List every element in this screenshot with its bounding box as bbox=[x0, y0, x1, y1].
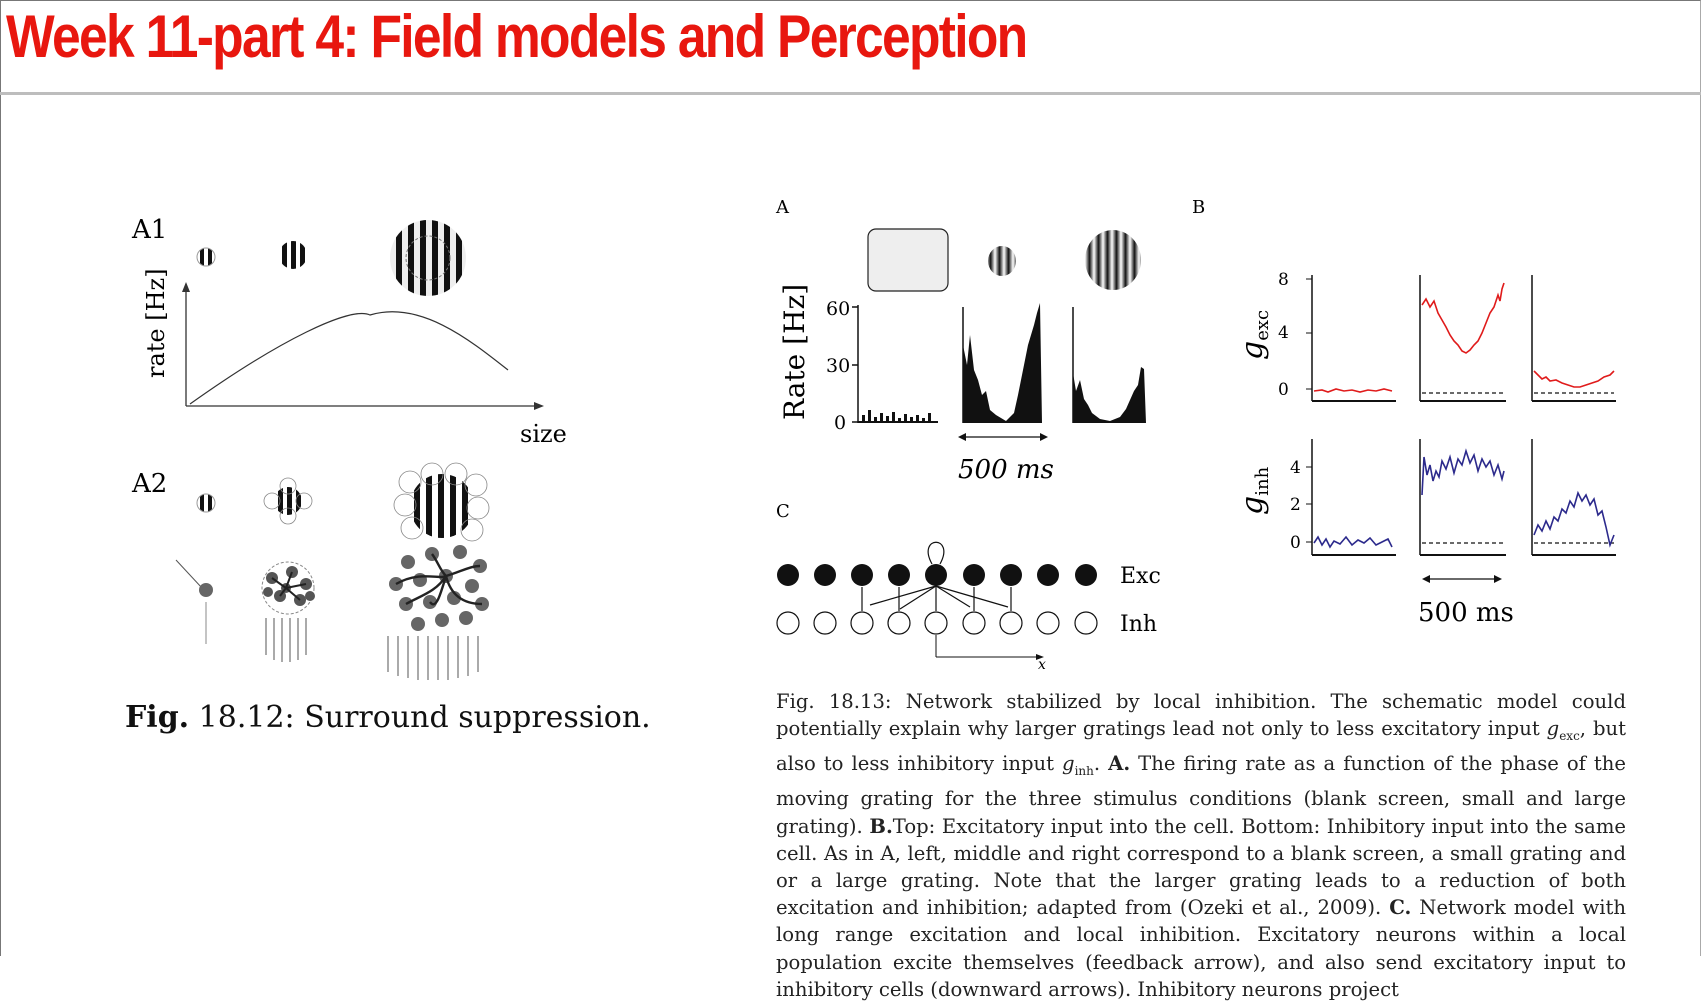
caption2-ginh: g bbox=[1062, 752, 1075, 776]
caption2-ginh-sub: inh bbox=[1074, 764, 1094, 779]
panel-a-label: A bbox=[775, 197, 790, 218]
slide-title: Week 11-part 4: Field models and Percept… bbox=[6, 3, 1028, 70]
caption2-b: B. bbox=[869, 814, 893, 838]
panel-c-label: C bbox=[776, 501, 790, 522]
inh-neurons bbox=[776, 611, 1098, 635]
medium-grating-icon bbox=[279, 241, 307, 269]
caption2-gexc-sub: exc bbox=[1559, 729, 1580, 744]
histogram-large bbox=[1072, 307, 1146, 423]
gexc-tick-0: 0 bbox=[1278, 380, 1289, 400]
g-inh-label: ginh bbox=[1235, 466, 1273, 515]
gexc-tick-8: 8 bbox=[1278, 270, 1289, 290]
exc-neurons bbox=[777, 564, 1097, 586]
caption-fig-prefix: Fig. bbox=[125, 700, 190, 735]
network-medium bbox=[261, 561, 315, 662]
ginh-trace-blank bbox=[1313, 535, 1393, 549]
inhibition-arrows bbox=[861, 585, 1012, 611]
large-grating-stimulus-icon bbox=[1085, 230, 1141, 290]
exc-label: Exc bbox=[1120, 564, 1161, 589]
x-axis-label: x bbox=[1038, 657, 1046, 673]
figure-18-13-caption: Fig. 18.13: Network stabilized by local … bbox=[776, 688, 1626, 1003]
tuning-curve bbox=[189, 311, 509, 405]
rate-tick-60: 60 bbox=[826, 298, 850, 320]
ginh-trace-small bbox=[1421, 448, 1505, 496]
inh-label: Inh bbox=[1120, 612, 1157, 637]
time-label-b: 500 ms bbox=[1418, 598, 1514, 628]
panel-b-label: B bbox=[1192, 197, 1205, 218]
feedback-arrow bbox=[927, 541, 945, 565]
rate-tick-30: 30 bbox=[826, 355, 850, 377]
caption2-gexc: g bbox=[1546, 717, 1560, 741]
network-large bbox=[387, 545, 489, 680]
gexc-trace-small bbox=[1421, 282, 1505, 354]
ginh-tick-0: 0 bbox=[1290, 533, 1301, 553]
caption2-s5: Top: Excitatory input into the cell. Bot… bbox=[776, 814, 1626, 920]
histogram-blank bbox=[858, 410, 938, 423]
caption2-fig: Fig. 18.13: bbox=[776, 690, 892, 713]
network-small bbox=[175, 559, 213, 644]
figure-18-13: A B Rate [Hz] 60 30 0 500 ms gexc 8 4 0 bbox=[775, 197, 1616, 673]
panel-a2-label: A2 bbox=[131, 469, 167, 499]
large-grating-icon bbox=[390, 220, 466, 296]
panel-a1-label: A1 bbox=[131, 215, 167, 245]
rate-tick-0: 0 bbox=[834, 412, 846, 434]
ginh-trace-large bbox=[1533, 490, 1615, 548]
gexc-trace-large bbox=[1533, 370, 1615, 388]
rate-axis-label: rate [Hz] bbox=[142, 268, 170, 378]
rate-ylabel: Rate [Hz] bbox=[778, 284, 811, 420]
ginh-tick-2: 2 bbox=[1290, 495, 1301, 515]
figure-18-12-caption: Fig. 18.12: Surround suppression. bbox=[125, 700, 651, 735]
caption-text: 18.12: Surround suppression. bbox=[198, 700, 651, 735]
title-bar: Week 11-part 4: Field models and Percept… bbox=[0, 0, 1701, 95]
caption2-s4: The firing rate as a function of the pha… bbox=[776, 752, 1626, 838]
histogram-small bbox=[962, 303, 1042, 423]
small-grating-stimulus-icon bbox=[988, 246, 1016, 276]
ginh-tick-4: 4 bbox=[1290, 458, 1301, 478]
gexc-trace-blank bbox=[1313, 388, 1393, 393]
small-grating-icon bbox=[197, 248, 215, 266]
caption2-c: C. bbox=[1389, 896, 1412, 920]
caption2-s2: , but also to less inhibitory input bbox=[776, 717, 1627, 776]
time-label-a: 500 ms bbox=[958, 455, 1054, 485]
gexc-tick-4: 4 bbox=[1278, 323, 1289, 343]
blank-screen-icon bbox=[867, 228, 949, 292]
caption2-a: A. bbox=[1108, 752, 1131, 776]
caption2-s3: . bbox=[1093, 752, 1101, 776]
g-exc-label: gexc bbox=[1235, 310, 1273, 360]
size-axis-label: size bbox=[520, 420, 567, 448]
caption2-s1: Network stabilized by local inhibition. … bbox=[776, 690, 1626, 741]
figure-18-12: A1 rate [Hz] size A2 bbox=[131, 215, 567, 680]
